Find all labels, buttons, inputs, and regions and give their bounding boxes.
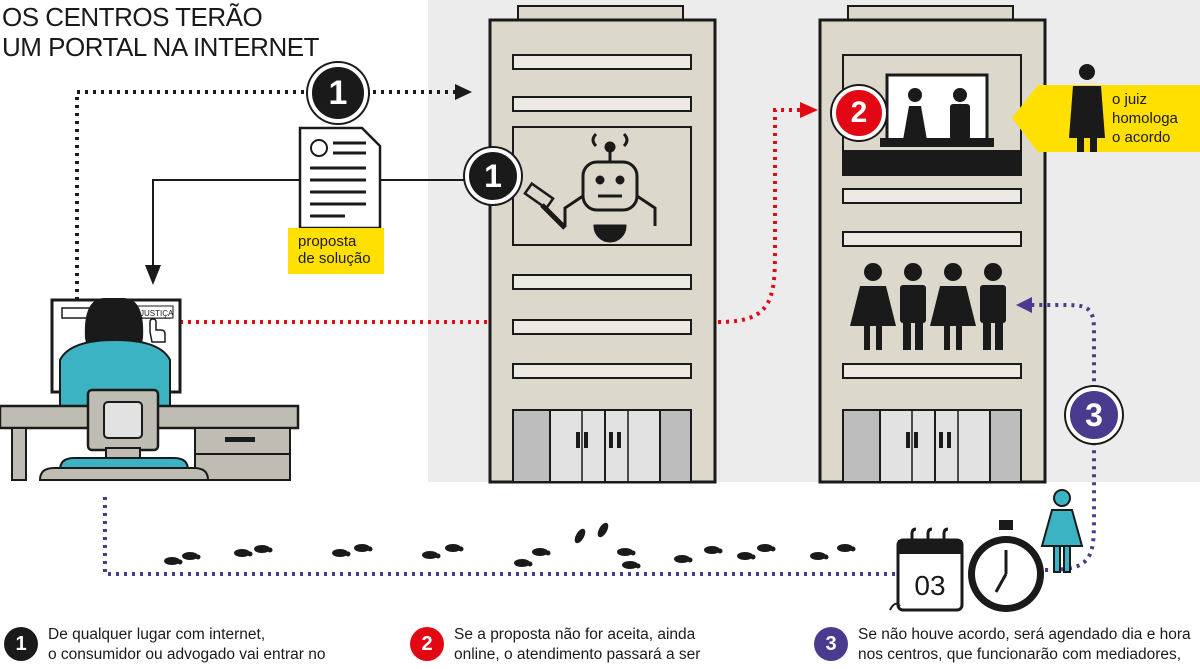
judge-icon — [1069, 64, 1105, 152]
judge-label-line-2: homologa — [1112, 110, 1178, 127]
step1-arrow — [455, 84, 472, 100]
gavel-icon — [523, 181, 567, 230]
step2-badge: 2 — [832, 86, 886, 140]
proposal-label-line-1: proposta — [298, 233, 357, 250]
step3-arrow — [1016, 297, 1032, 313]
judge-tag-shape — [1012, 85, 1200, 152]
document-icon — [298, 126, 382, 230]
legend-3-line-1: Se não houve acordo, será agendado dia e… — [858, 626, 1191, 643]
step2-line — [180, 108, 800, 324]
legend-1-line-2: o consumidor ou advogado vai entrar no — [48, 646, 326, 663]
legend-badge-1: 1 — [4, 627, 38, 661]
judge-label: o juiz homologa o acordo — [1102, 86, 1200, 152]
title-line-2: UM PORTAL NA INTERNET — [2, 32, 319, 62]
step1-badge-building: 1 — [465, 148, 521, 204]
stopwatch-icon — [968, 520, 1044, 612]
legend-item-3: 3 Se não houve acordo, será agendado dia… — [814, 625, 1200, 669]
legend-1-line-1: De qualquer lugar com internet, — [48, 626, 266, 643]
user-at-computer — [0, 298, 300, 481]
video-meeting-icon — [880, 73, 994, 147]
legend-text-2: Se a proposta não for aceita, ainda onli… — [454, 625, 700, 665]
step1-access-line — [75, 90, 455, 300]
judge-label-line-1: o juiz — [1112, 91, 1148, 108]
calendar-icon — [889, 527, 964, 612]
calendar-day: 03 — [914, 570, 945, 601]
portal-building — [488, 5, 717, 484]
step2-badge-number: 2 — [850, 96, 868, 129]
proposal-label-line-2: de solução — [298, 250, 371, 267]
infographic-title: OS CENTROS TERÃO UM PORTAL NA INTERNET — [2, 2, 422, 62]
legend-badge-2: 2 — [410, 627, 444, 661]
step3-line — [103, 303, 1096, 576]
monitor-label: JUSTIÇA — [140, 309, 174, 318]
judge-label-line-3: o acordo — [1112, 129, 1171, 146]
legend-2-line-2: online, o atendimento passará a ser — [454, 646, 701, 663]
legend-2-line-1: Se a proposta não for aceita, ainda — [454, 626, 696, 643]
hand-cursor-icon — [149, 318, 166, 343]
legend-text-3: Se não houve acordo, será agendado dia e… — [858, 625, 1191, 665]
robot-icon — [563, 132, 657, 243]
step2-arrow — [800, 102, 818, 118]
proposal-arrow — [145, 265, 161, 285]
woman-icon — [1040, 489, 1084, 573]
legend-item-1: 1 De qualquer lugar com internet, o cons… — [4, 625, 394, 669]
step1-badge-top: 1 — [308, 63, 368, 123]
step3-badge: 3 — [1066, 387, 1122, 443]
legend-text-1: De qualquer lugar com internet, o consum… — [48, 625, 325, 665]
step1-badge-building-number: 1 — [484, 158, 502, 194]
legend-3-line-2: nos centros, que funcionarão com mediado… — [858, 646, 1182, 663]
people-icon — [850, 263, 1006, 350]
footprints-icon — [164, 522, 856, 569]
title-line-1: OS CENTROS TERÃO — [2, 2, 263, 32]
proposal-label: proposta de solução — [288, 228, 384, 274]
legend-item-2: 2 Se a proposta não for aceita, ainda on… — [410, 625, 800, 669]
legend-badge-3: 3 — [814, 627, 848, 661]
step1-badge-top-number: 1 — [328, 74, 348, 112]
step3-badge-number: 3 — [1085, 397, 1103, 433]
